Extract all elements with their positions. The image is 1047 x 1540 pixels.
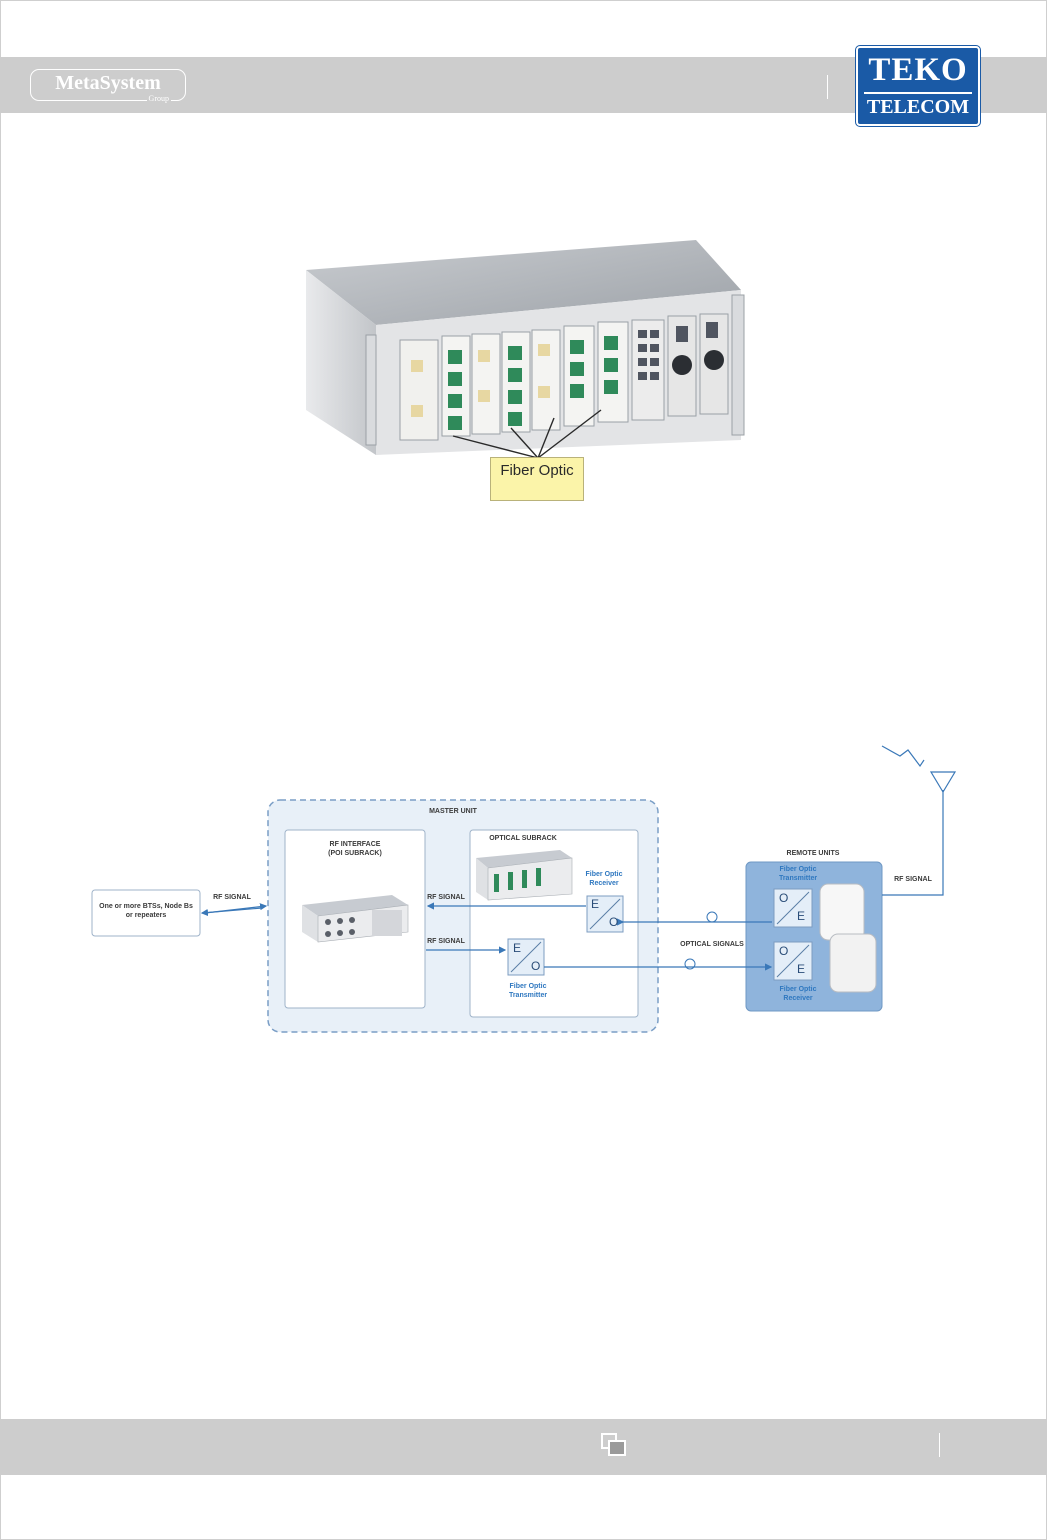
fiber-optic-callout-text: Fiber Optic	[500, 462, 574, 479]
eo-letter: O	[531, 959, 541, 973]
rf-interface-label: RF INTERFACE (POI SUBRACK)	[328, 841, 382, 857]
eo-letter: E	[797, 909, 806, 923]
remote-unit-devices	[819, 883, 877, 993]
fo-transmitter-master-label: Fiber Optic Transmitter	[508, 983, 548, 999]
fo-transmitter-remote-label: Fiber Optic Transmitter	[778, 866, 818, 882]
bts-box-label: One or more BTSs, Node Bs or repeaters	[99, 903, 193, 919]
eo-letter: O	[779, 944, 789, 958]
metasystem-logo-name: MetaSystem	[55, 72, 161, 94]
wireless-signal-icon	[881, 745, 925, 768]
rf-signal-mid-top-label: RF SIGNAL	[427, 894, 465, 901]
eo-letter: E	[513, 941, 522, 955]
antenna-icon	[929, 771, 957, 794]
pages-icon	[601, 1433, 626, 1456]
remote-units-label: REMOTE UNITS	[786, 850, 840, 857]
footer-band	[0, 1419, 1047, 1475]
fo-receiver-remote-label: Fiber Optic Receiver	[779, 986, 817, 1002]
rack-photo	[306, 240, 745, 459]
optical-subrack-label: OPTICAL SUBRACK	[489, 835, 557, 842]
header-divider	[827, 75, 828, 99]
rf-signal-right-line	[882, 790, 944, 896]
eo-letter: O	[609, 915, 619, 929]
master-unit-label: MASTER UNIT	[429, 808, 477, 815]
eo-letter: E	[591, 897, 600, 911]
teko-telecom-logo: TEKO TELECOM	[855, 45, 981, 127]
fo-receiver-master-label: Fiber Optic Receiver	[585, 871, 623, 887]
bts-box	[91, 889, 201, 937]
eo-letter: O	[779, 891, 789, 905]
metasystem-logo-group: Group	[146, 94, 171, 103]
optical-subrack-device	[476, 850, 573, 901]
teko-logo-line1: TEKO	[868, 52, 968, 88]
rf-signal-right-label: RF SIGNAL	[894, 876, 932, 883]
rf-signal-left-label: RF SIGNAL	[213, 894, 251, 901]
metasystem-logo: MetaSystem Group	[30, 69, 186, 103]
footer-divider	[939, 1433, 940, 1457]
eo-letter: E	[797, 962, 806, 976]
fiber-optic-callout: Fiber Optic	[490, 457, 584, 501]
teko-logo-line2: TELECOM	[866, 96, 970, 118]
teko-logo-rule	[864, 92, 972, 94]
rf-signal-mid-bottom-label: RF SIGNAL	[427, 938, 465, 945]
optical-signals-label: OPTICAL SIGNALS	[680, 941, 744, 948]
poi-subrack-device	[302, 895, 409, 943]
